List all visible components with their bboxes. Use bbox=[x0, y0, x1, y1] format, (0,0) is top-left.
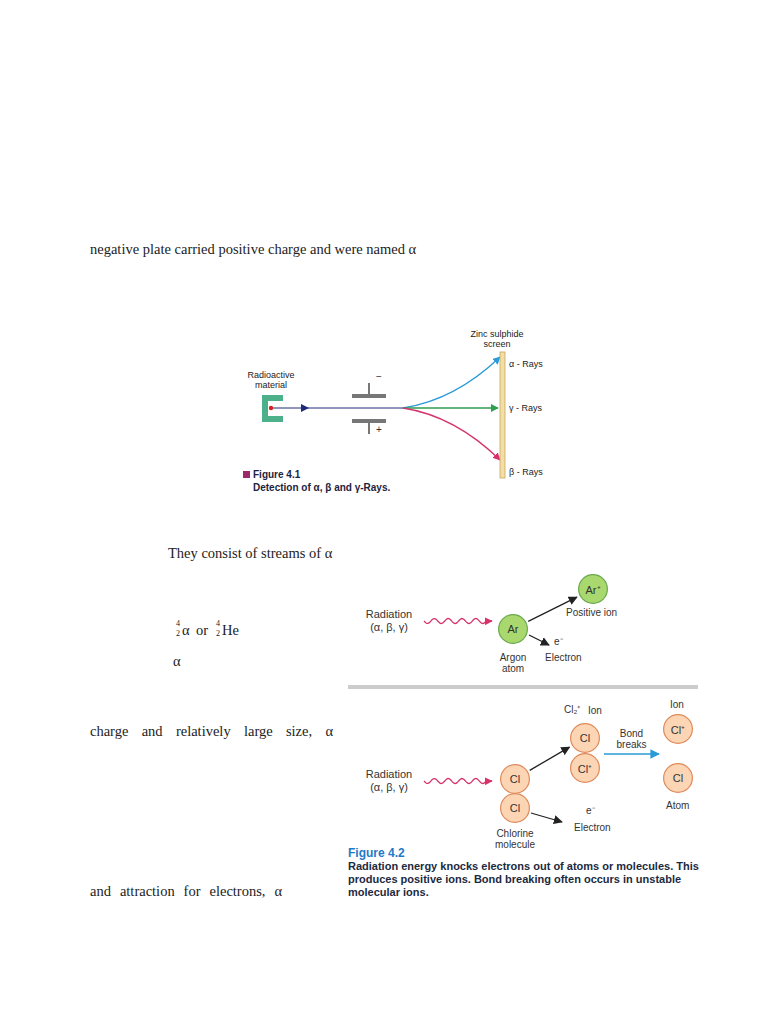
body-text: or bbox=[196, 621, 208, 639]
reaction-arrow bbox=[530, 747, 570, 770]
element-symbol: Cl bbox=[500, 764, 530, 794]
ray-label: β - Rays bbox=[509, 467, 543, 477]
plate-wire bbox=[368, 423, 370, 434]
atom-circle: Cl bbox=[500, 793, 530, 823]
electron-label: Electron bbox=[545, 652, 582, 663]
source-dot bbox=[269, 406, 273, 410]
element-symbol: Cl⁺ bbox=[570, 753, 600, 783]
gamma-ray bbox=[403, 407, 498, 408]
figure-number: Figure 4.2 bbox=[348, 846, 405, 860]
element-symbol: Ar⁺ bbox=[578, 574, 608, 604]
body-text: negative plate carried positive charge a… bbox=[90, 240, 416, 258]
electron-symbol: e⁻ bbox=[554, 636, 563, 647]
figure-caption: Radiation energy knocks electrons out of… bbox=[348, 860, 710, 899]
mass-number: 4 bbox=[216, 619, 220, 628]
ion-label: Ion bbox=[588, 705, 602, 716]
atom-circle: Cl bbox=[663, 763, 693, 793]
atomic-number: 2 bbox=[176, 629, 180, 638]
electron-label: Electron bbox=[574, 822, 611, 833]
separator-band bbox=[348, 685, 698, 689]
positive-plate bbox=[352, 419, 386, 423]
alpha-ray bbox=[403, 357, 500, 408]
ray-label: α - Rays bbox=[509, 359, 543, 369]
negative-plate bbox=[352, 394, 386, 398]
screen-label: Zinc sulphide screen bbox=[467, 329, 527, 349]
polarity-sign: + bbox=[376, 424, 382, 435]
atom-label: Argon atom bbox=[492, 652, 534, 674]
ion-circle: Cl⁺ bbox=[570, 753, 600, 783]
radiation-wave bbox=[424, 619, 492, 624]
radiation-wave bbox=[424, 779, 492, 784]
atomic-number: 2 bbox=[216, 629, 220, 638]
beam-arrow bbox=[301, 404, 309, 412]
beam-line bbox=[273, 408, 403, 409]
figure-marker bbox=[243, 471, 250, 478]
electron-symbol: e⁻ bbox=[586, 805, 595, 816]
ray-label: γ - Rays bbox=[509, 403, 542, 413]
element-symbol: Cl bbox=[500, 793, 530, 823]
ion-label: Positive ion bbox=[566, 607, 617, 618]
figure-number: Figure 4.1 bbox=[253, 469, 300, 481]
body-text: They consist of streams of α bbox=[168, 544, 332, 562]
polarity-sign: − bbox=[376, 371, 382, 382]
body-text: and attraction for electrons, α bbox=[90, 882, 282, 900]
body-text: charge and relatively large size, α bbox=[90, 722, 333, 740]
mass-number: 4 bbox=[176, 619, 180, 628]
molecule-label: Chlorine molecule bbox=[488, 828, 542, 850]
ion-circle: Cl⁺ bbox=[663, 714, 693, 744]
element-symbol: Cl bbox=[663, 763, 693, 793]
electron-arrow bbox=[529, 635, 549, 645]
source-label: Radioactive material bbox=[245, 370, 297, 390]
electron-arrow bbox=[531, 813, 562, 822]
element-symbol: Cl⁺ bbox=[663, 714, 693, 744]
edge-label: Bond breaks bbox=[610, 728, 654, 750]
radiation-label: Radiation (α, β, γ) bbox=[358, 768, 420, 794]
reaction-arrow bbox=[604, 753, 659, 755]
ion-formula: Cl₂⁺ bbox=[564, 704, 580, 715]
figure-title: Detection of α, β and γ-Rays. bbox=[253, 482, 390, 494]
atom-circle: Cl bbox=[570, 723, 600, 753]
zinc-sulphide-screen bbox=[500, 352, 505, 478]
radiation-label: Radiation (α, β, γ) bbox=[358, 608, 420, 634]
ion-label: Ion bbox=[670, 699, 684, 710]
symbol: α bbox=[182, 621, 190, 639]
atom-circle: Cl bbox=[500, 764, 530, 794]
element-symbol: Ar bbox=[498, 614, 528, 644]
beta-ray bbox=[403, 408, 500, 460]
ion-circle: Ar⁺ bbox=[578, 574, 608, 604]
body-text: α bbox=[173, 652, 181, 670]
atom-label: Atom bbox=[666, 800, 689, 811]
atom-circle: Ar bbox=[498, 614, 528, 644]
symbol: He bbox=[222, 621, 239, 639]
plate-wire bbox=[368, 383, 370, 394]
element-symbol: Cl bbox=[570, 723, 600, 753]
